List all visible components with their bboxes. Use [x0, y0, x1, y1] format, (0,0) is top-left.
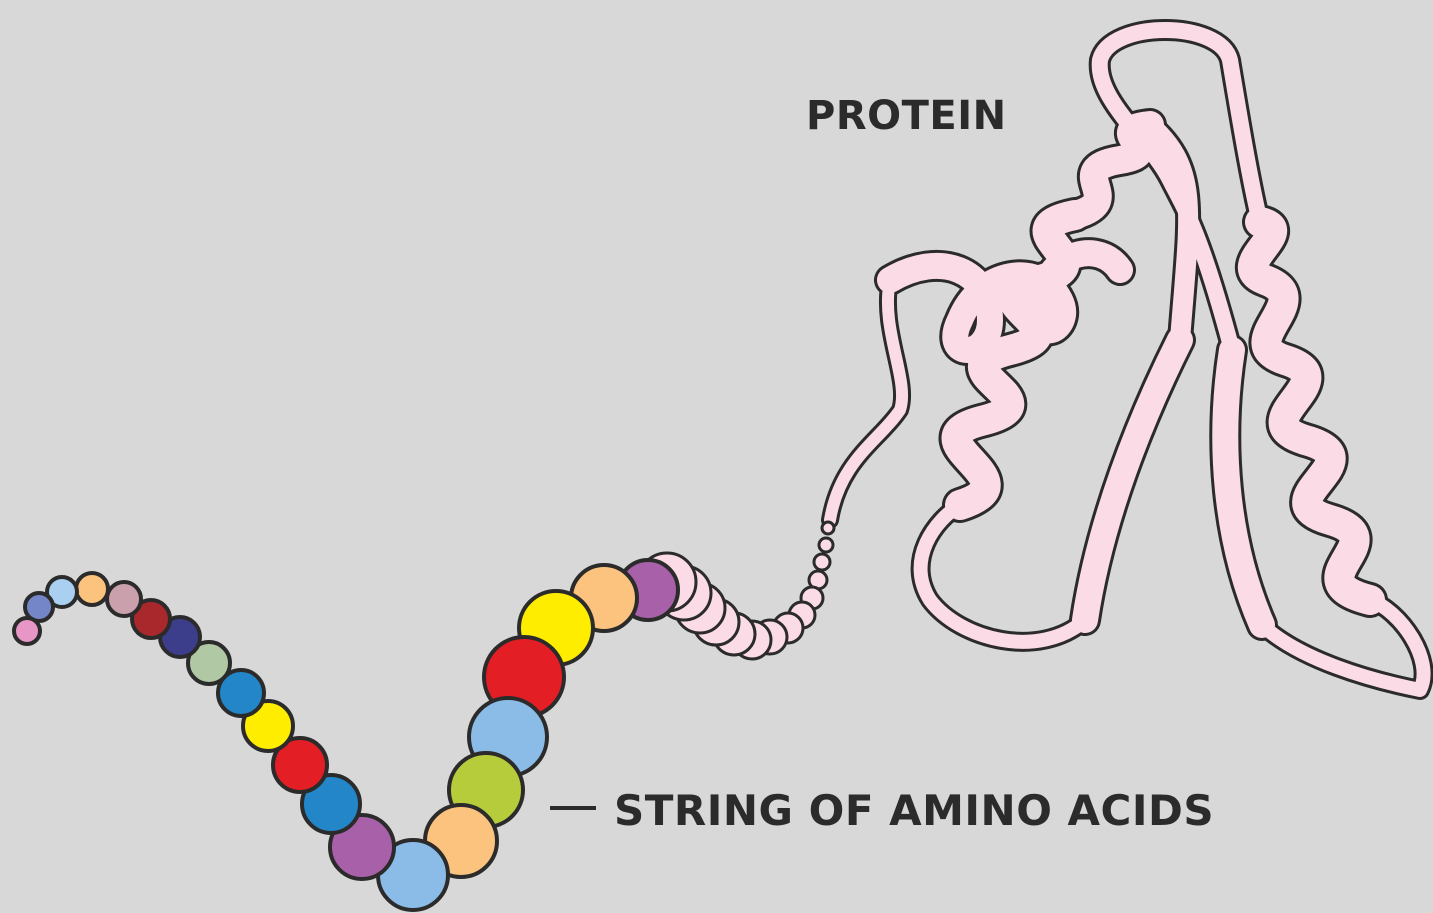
amino-acid-bead [76, 573, 108, 605]
amino-acid-bead [14, 618, 40, 644]
protein-ribbon-0 [1085, 340, 1180, 620]
linker-bead [814, 554, 830, 570]
protein-ribbon-2 [921, 505, 1085, 642]
amino-acid-bead [107, 582, 141, 616]
protein-ribbon-10 [830, 280, 902, 520]
label-leader-line [550, 806, 596, 810]
amino-acids-label: STRING OF AMINO ACIDS [614, 786, 1214, 835]
linker-bead [822, 522, 834, 534]
amino-acid-chain [14, 522, 834, 910]
protein-label: PROTEIN [806, 93, 1007, 139]
linker-bead [819, 538, 833, 552]
